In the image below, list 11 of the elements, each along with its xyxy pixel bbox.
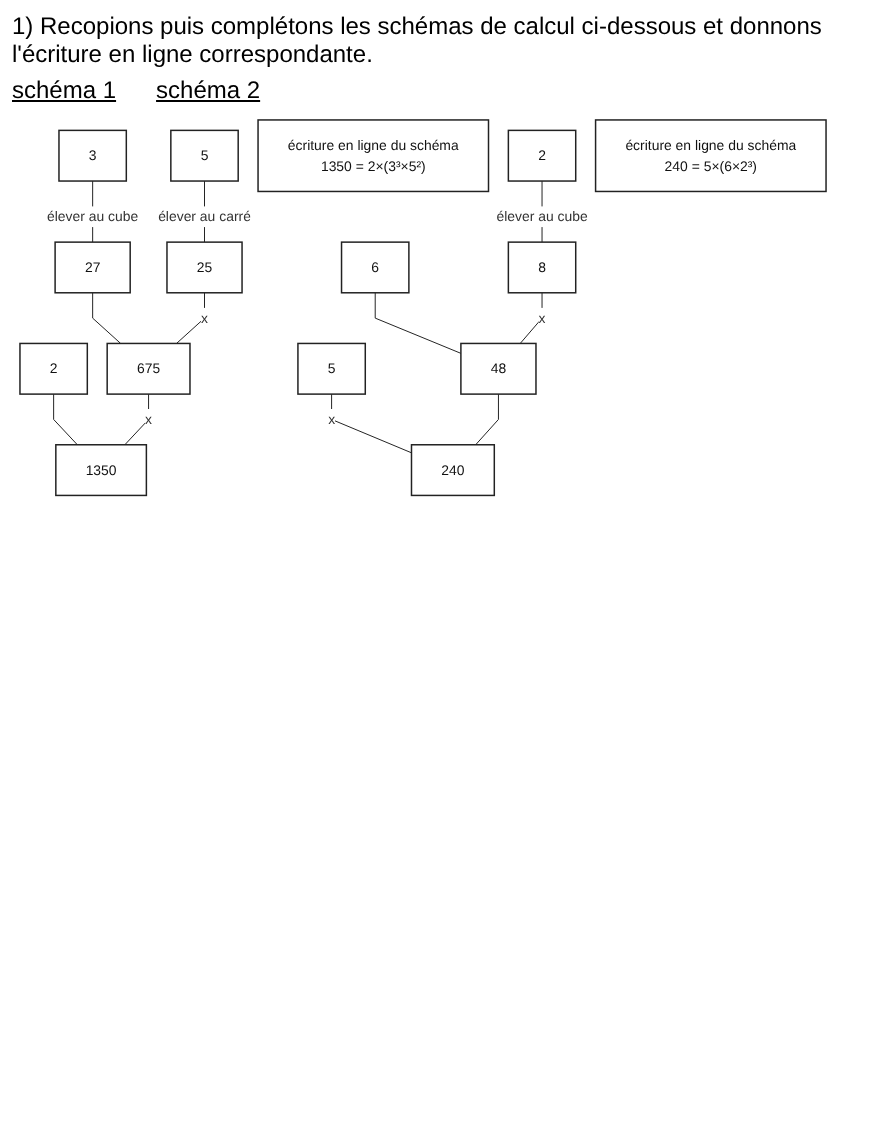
instruction-text: 1) Recopions puis complétons les schémas de calcul ci-dessous et donnons l'écriture en ligne correspondante. <box>12 12 824 68</box>
connector <box>92 292 122 344</box>
section-heading: schéma 1 <box>12 76 117 104</box>
connector <box>475 393 499 446</box>
connector <box>124 393 150 446</box>
connector <box>176 292 205 344</box>
connector <box>53 393 78 446</box>
connector <box>519 292 543 344</box>
section-heading: schéma 2 <box>156 76 261 104</box>
connector <box>331 393 412 454</box>
connector <box>374 292 462 354</box>
